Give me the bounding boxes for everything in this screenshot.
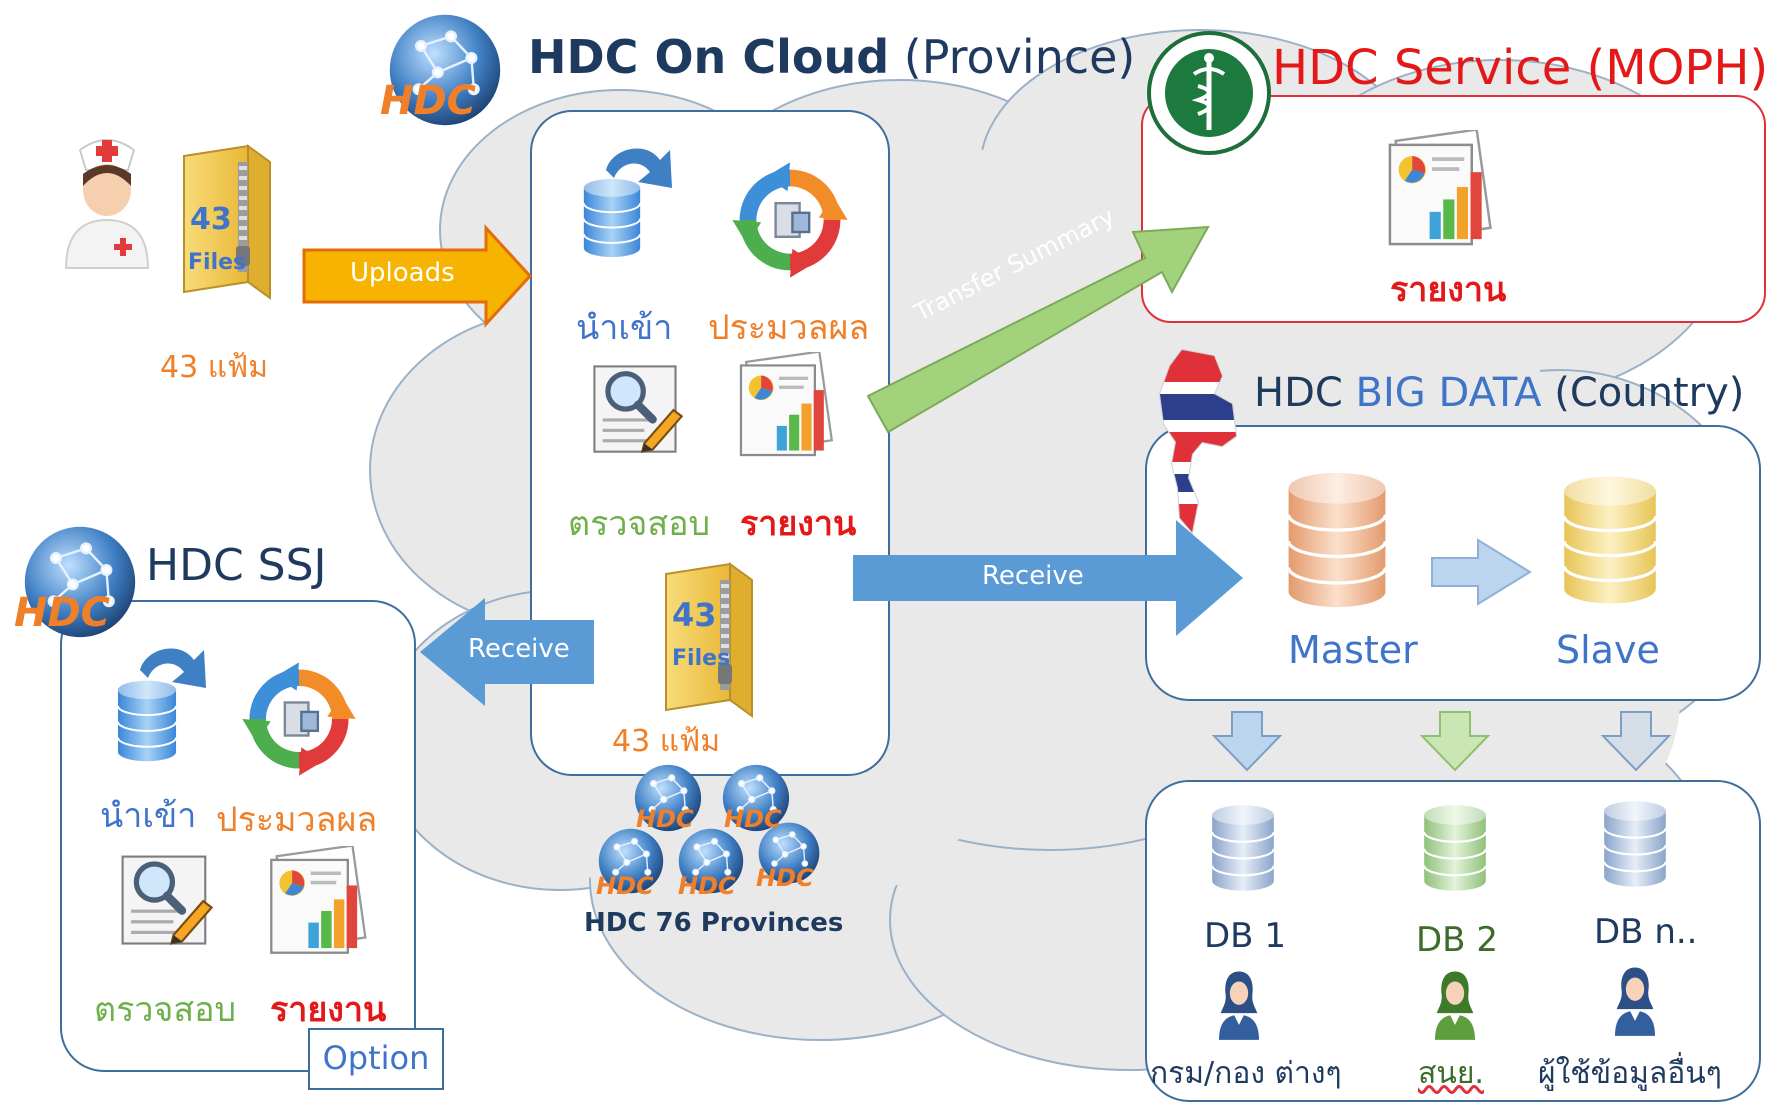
source-files-word: Files (188, 250, 247, 275)
import-refresh-arrow-icon (606, 148, 672, 188)
cloud-check-label: ตรวจสอบ (568, 504, 711, 544)
cloud-report-label: รายงาน (740, 504, 857, 544)
receive-right-label: Receive (982, 561, 1084, 591)
cloud-process-cycle-icon (731, 161, 849, 279)
cloud-inspect-icon (584, 356, 688, 460)
moph-title: HDC Service (MOPH) (1272, 40, 1769, 96)
ssj-import-label: นำเข้า (100, 796, 197, 836)
cloud-files-label: 43 แฟ้ม (612, 724, 721, 759)
db1-label: DB 1 (1204, 916, 1286, 956)
provinces-logo-text-2: HDC (724, 805, 782, 833)
ssj-process-cycle-icon (241, 661, 357, 777)
master-slave-arrow (1431, 538, 1532, 606)
ssj-import-refresh-arrow-icon (140, 648, 206, 688)
slave-label: Slave (1556, 628, 1660, 672)
hdc-cloud-title-suffix: (Province) (903, 30, 1136, 84)
provinces-label: HDC 76 Provinces (584, 908, 844, 938)
ssj-option-box[interactable]: Option (308, 1028, 444, 1090)
ssj-report-label: รายงาน (270, 990, 387, 1030)
ssj-check-label: ตรวจสอบ (94, 990, 237, 1030)
dbn-label: DB n.. (1594, 912, 1698, 952)
transfer-arrow (866, 225, 1210, 434)
cloud-report-chart-icon (739, 352, 833, 457)
receive-left-arrow (420, 598, 594, 706)
db1-users-label: กรม/กอง ต่างๆ (1150, 1056, 1342, 1091)
uploads-arrow (302, 224, 533, 328)
moph-report-chart-icon (1388, 130, 1492, 246)
hdc-cloud-title: HDC On Cloud (Province) (528, 30, 1135, 84)
uploads-label: Uploads (350, 258, 455, 288)
db1-user-icon (1219, 971, 1259, 1040)
ssj-inspect-icon (112, 846, 218, 952)
source-files-number: 43 (190, 202, 232, 237)
hdc-logo-text: HDC (380, 78, 477, 124)
down-arrow-2 (1419, 711, 1491, 772)
bigdata-title-big: BIG DATA (1355, 370, 1542, 416)
dbn-users-label: ผู้ใช้ข้อมูลอื่นๆ (1538, 1056, 1722, 1091)
moph-report-label: รายงาน (1390, 270, 1507, 310)
master-database-icon (1286, 471, 1388, 609)
dbn-database-icon (1603, 800, 1667, 888)
bigdata-title: HDC BIG DATA (Country) (1254, 370, 1744, 416)
moph-seal-icon (1147, 31, 1271, 155)
cloud-files-number: 43 (672, 596, 717, 634)
provinces-logo-text-3: HDC (596, 872, 654, 900)
db1-database-icon (1211, 804, 1275, 892)
bigdata-title-suffix: (Country) (1554, 370, 1745, 416)
ssj-panel (60, 600, 416, 1072)
down-arrow-3 (1600, 711, 1672, 772)
db2-label: DB 2 (1416, 920, 1498, 960)
db2-database-icon (1423, 804, 1487, 892)
hdc-cloud-title-main: HDC On Cloud (528, 30, 890, 84)
receive-right-arrow (853, 520, 1243, 636)
provinces-logo-text-1: HDC (636, 805, 694, 833)
receive-left-label: Receive (468, 634, 570, 664)
thailand-map-icon (1158, 348, 1238, 535)
master-label: Master (1288, 628, 1418, 672)
down-arrow-1 (1211, 711, 1283, 772)
slave-database-icon (1562, 474, 1658, 606)
ssj-process-label: ประมวลผล (216, 800, 378, 840)
ssj-title: HDC SSJ (146, 540, 327, 591)
dbn-user-icon (1615, 967, 1655, 1036)
cloud-files-word: Files (672, 646, 731, 671)
provinces-logo-text-5: HDC (756, 864, 814, 892)
cloud-zip-files-icon (665, 563, 753, 717)
cloud-import-label: นำเข้า (576, 308, 673, 348)
db2-user-icon (1435, 971, 1475, 1040)
db2-users-label: สนย. (1418, 1056, 1484, 1091)
provinces-logo-text-4: HDC (678, 872, 736, 900)
ssj-logo-text: HDC (14, 590, 111, 636)
source-files-label: 43 แฟ้ม (160, 350, 269, 385)
nurse-icon (64, 139, 150, 269)
cloud-process-label: ประมวลผล (708, 308, 870, 348)
bigdata-title-hdc: HDC (1254, 370, 1343, 416)
ssj-report-chart-icon (270, 846, 367, 954)
